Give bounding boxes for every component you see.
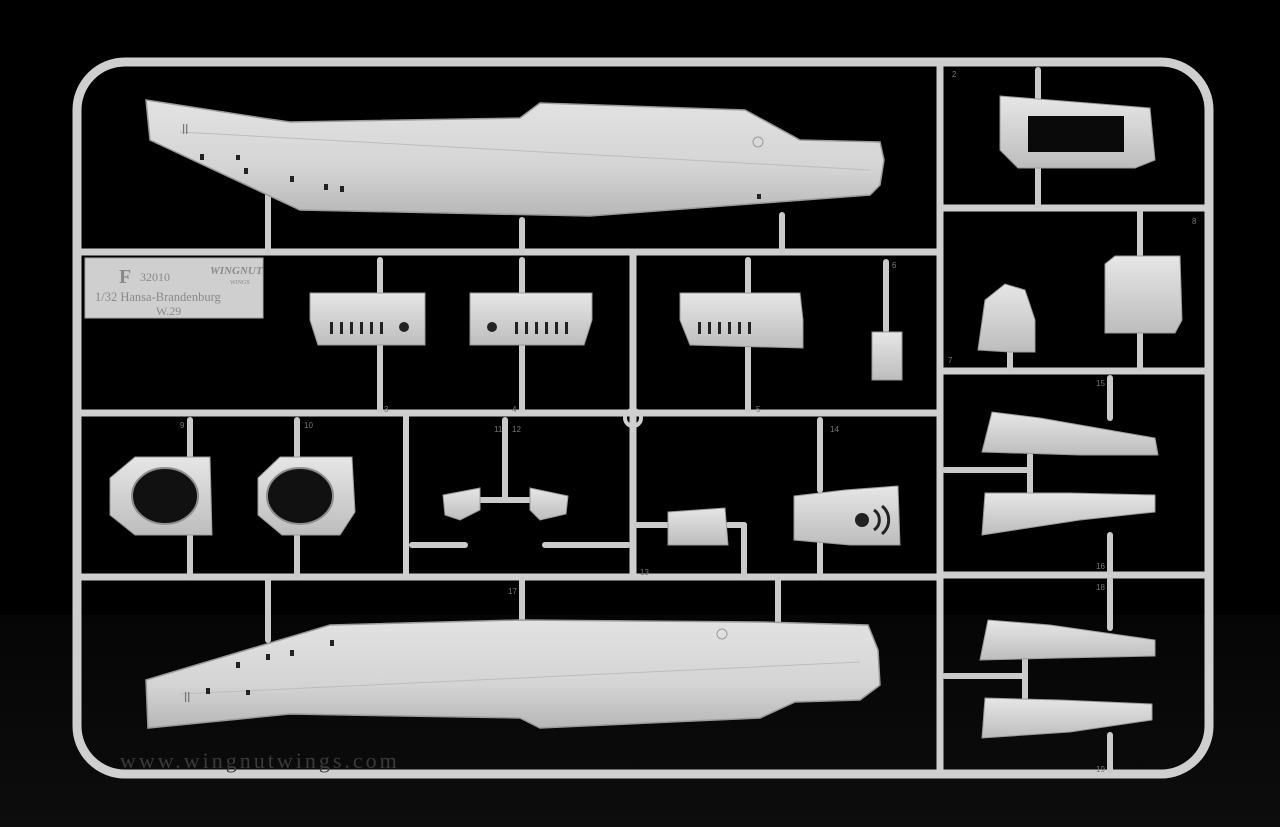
cowl-part-7 [977, 283, 1036, 353]
cowl-ring-10 [257, 456, 356, 536]
part-number: 7 [948, 356, 953, 365]
louvred-panel-5 [679, 292, 804, 349]
fuselage-half-bottom: ll [145, 619, 881, 729]
tag-model: W.29 [156, 304, 181, 318]
part-number: 5 [756, 405, 761, 414]
cowl-ring-9 [109, 456, 213, 536]
part-number: 9 [180, 421, 185, 430]
runner-junction [623, 408, 643, 428]
seat-part-13 [667, 507, 729, 546]
part-number: 16 [1096, 562, 1105, 571]
part-number: 10 [304, 421, 313, 430]
watermark: www.wingnutwings.com [120, 748, 400, 773]
tag-brand-bottom: WINGS [230, 280, 250, 286]
fuselage-half-top: ll [145, 99, 885, 217]
engine-block-part-14 [793, 485, 901, 546]
box-part-8 [1104, 255, 1183, 334]
tag-kit-number: 32010 [140, 270, 170, 284]
tag-letter: F [119, 266, 131, 288]
svg-text:ll: ll [182, 121, 188, 137]
louvred-panel-4 [469, 292, 593, 346]
part-number: 12 [512, 425, 521, 434]
svg-text:ll: ll [184, 689, 190, 705]
part-number: 11 [494, 425, 503, 434]
louvred-panel-3 [309, 292, 426, 346]
part-number: 4 [512, 405, 517, 414]
part-number: 8 [1192, 217, 1197, 226]
part-number: 6 [892, 261, 897, 270]
part-number: 2 [952, 70, 957, 79]
fitting-parts-11-12 [442, 487, 569, 521]
part-number: 15 [1096, 379, 1105, 388]
part-number: 13 [640, 568, 649, 577]
part-number: 17 [508, 587, 517, 596]
tag-brand-top: WINGNUT [210, 265, 264, 277]
frame-part-2 [999, 95, 1156, 169]
kit-tag: F 32010 WINGNUT WINGS 1/32 Hansa-Branden… [84, 257, 264, 319]
part-number: 18 [1096, 583, 1105, 592]
part-number-tabs: 2 3 4 5 6 7 8 9 10 11 12 13 14 15 16 17 … [180, 70, 1197, 774]
wing-strut-parts [979, 411, 1159, 739]
tag-title-line: 1/32 Hansa-Brandenburg [95, 290, 222, 304]
part-number: 19 [1096, 765, 1105, 774]
bracket-part-6 [871, 331, 903, 381]
sprue-frame [72, 57, 1214, 779]
part-number: 3 [384, 405, 389, 414]
part-number: 14 [830, 425, 839, 434]
